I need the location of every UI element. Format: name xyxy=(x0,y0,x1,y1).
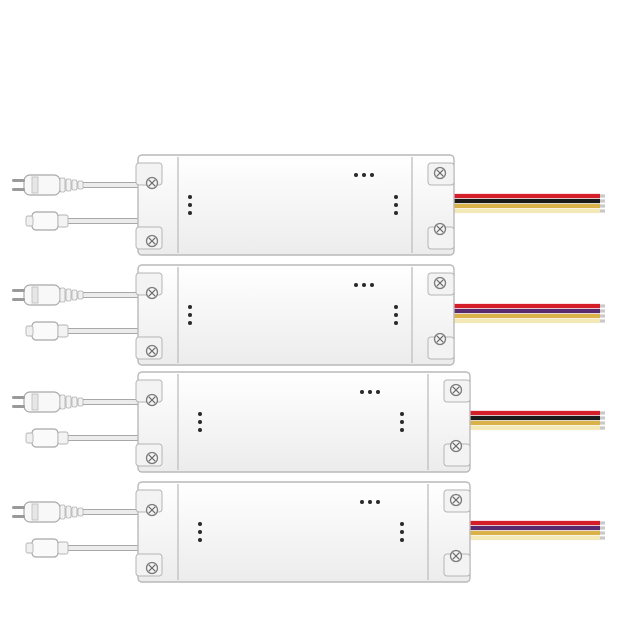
wire-tip xyxy=(600,304,605,308)
driver-4 xyxy=(12,481,605,583)
vent-hole xyxy=(400,412,404,416)
cable-connector-icon xyxy=(31,538,59,558)
vent-hole xyxy=(400,530,404,534)
wire-tip xyxy=(600,319,605,323)
vent-hole xyxy=(198,412,202,416)
wire-tip xyxy=(600,426,605,430)
vent-hole xyxy=(188,321,192,325)
wire-tip xyxy=(600,194,605,198)
driver-2 xyxy=(12,264,605,366)
wire-tip xyxy=(600,204,605,208)
vent-hole xyxy=(188,203,192,207)
vent-hole xyxy=(394,313,398,317)
vent-hole xyxy=(188,313,192,317)
wire-tip xyxy=(600,309,605,313)
driver-3 xyxy=(12,371,605,473)
vent-hole xyxy=(368,500,372,504)
vent-hole xyxy=(400,538,404,542)
power-plug-icon xyxy=(23,284,61,306)
vent-hole xyxy=(394,211,398,215)
driver-housing xyxy=(137,264,455,366)
vent-hole xyxy=(198,420,202,424)
vent-hole xyxy=(394,305,398,309)
vent-hole xyxy=(198,522,202,526)
cable-connector-icon xyxy=(31,321,59,341)
vent-hole xyxy=(400,420,404,424)
vent-hole xyxy=(362,283,366,287)
driver-housing xyxy=(137,371,471,473)
vent-hole xyxy=(198,538,202,542)
vent-hole xyxy=(370,173,374,177)
vent-hole xyxy=(370,283,374,287)
vent-hole xyxy=(376,390,380,394)
power-plug-icon xyxy=(23,391,61,413)
wire-tip xyxy=(600,526,605,530)
wire-tip xyxy=(600,521,605,525)
driver-1 xyxy=(12,154,605,256)
vent-hole xyxy=(400,428,404,432)
driver-housing xyxy=(137,481,471,583)
vent-hole xyxy=(198,530,202,534)
vent-hole xyxy=(188,305,192,309)
wire-tip xyxy=(600,416,605,420)
wire-tip xyxy=(600,421,605,425)
cable-connector-icon xyxy=(31,428,59,448)
wire-tip xyxy=(600,531,605,535)
vent-hole xyxy=(394,203,398,207)
vent-hole xyxy=(188,211,192,215)
power-plug-icon xyxy=(23,501,61,523)
vent-hole xyxy=(376,500,380,504)
wire-tip xyxy=(600,314,605,318)
wire-tip xyxy=(600,209,605,213)
vent-hole xyxy=(360,500,364,504)
vent-hole xyxy=(188,195,192,199)
vent-hole xyxy=(354,173,358,177)
vent-hole xyxy=(394,321,398,325)
vent-hole xyxy=(360,390,364,394)
vent-hole xyxy=(394,195,398,199)
vent-hole xyxy=(198,428,202,432)
vent-hole xyxy=(354,283,358,287)
vent-hole xyxy=(368,390,372,394)
vent-hole xyxy=(362,173,366,177)
driver-housing xyxy=(137,154,455,256)
wire-tip xyxy=(600,199,605,203)
vent-hole xyxy=(400,522,404,526)
power-plug-icon xyxy=(23,174,61,196)
wire-tip xyxy=(600,411,605,415)
wire-tip xyxy=(600,536,605,540)
cable-connector-icon xyxy=(31,211,59,231)
